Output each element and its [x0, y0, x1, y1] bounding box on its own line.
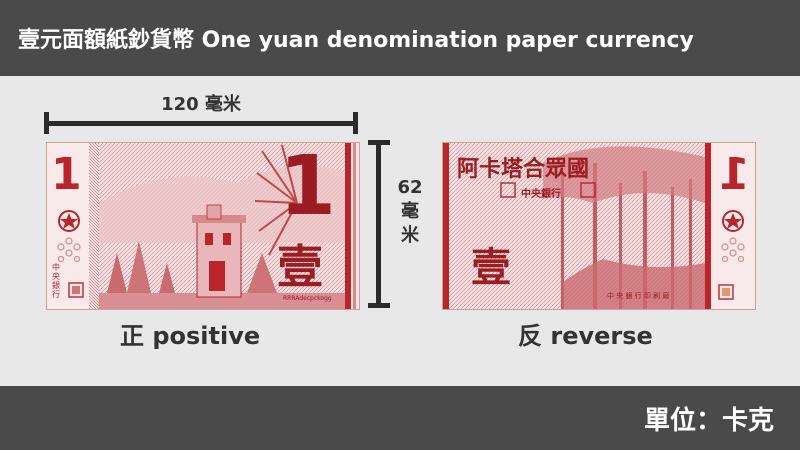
footer-bar: 單位：卡克 — [0, 386, 800, 450]
front-caption: 正 positive — [120, 322, 261, 350]
header-bar: 壹元面額紙鈔貨幣 One yuan denomination paper cur… — [0, 0, 800, 76]
back-printer: 中 央 銀 行 印 刷 廠 — [607, 292, 670, 300]
back-banknote: 阿卡塔合眾國 中央銀行 壹 中 央 銀 行 印 刷 廠 1 — [442, 142, 756, 310]
back-bank: 中央銀行 — [521, 189, 561, 200]
height-cap-top — [368, 140, 390, 145]
height-number: 62 — [397, 177, 423, 198]
height-dimension — [366, 140, 392, 308]
front-banknote-art — [47, 143, 359, 309]
front-numeral: 1 — [279, 142, 337, 234]
back-big-char: 壹 — [471, 245, 511, 291]
page-title: 壹元面額紙鈔貨幣 One yuan denomination paper cur… — [18, 28, 694, 53]
front-bank-small: 中央銀行 — [52, 263, 60, 299]
height-unit-2: 米 — [401, 225, 419, 246]
front-banknote: 1 中央銀行 1 壹 RRRAdecpckogg — [46, 142, 360, 310]
width-bar — [48, 121, 354, 126]
height-cap-bottom — [368, 303, 390, 308]
back-caption: 反 reverse — [518, 322, 653, 350]
height-unit-1: 毫 — [401, 201, 419, 222]
front-serial: RRRAdecpckogg — [283, 295, 332, 302]
back-banknote-art — [443, 143, 755, 309]
back-side-numeral: 1 — [719, 149, 750, 200]
width-cap-left — [44, 112, 49, 134]
width-label: 120 毫米 — [161, 94, 241, 115]
width-dimension: 120 毫米 — [44, 94, 358, 136]
height-bar — [376, 144, 381, 304]
height-label: 62 毫 米 — [396, 176, 424, 248]
back-country: 阿卡塔合眾國 — [457, 157, 590, 182]
front-big-char: 壹 — [277, 240, 323, 294]
front-side-numeral: 1 — [51, 149, 82, 200]
currency-unit: 單位：卡克 — [643, 406, 774, 436]
width-cap-right — [353, 112, 358, 134]
